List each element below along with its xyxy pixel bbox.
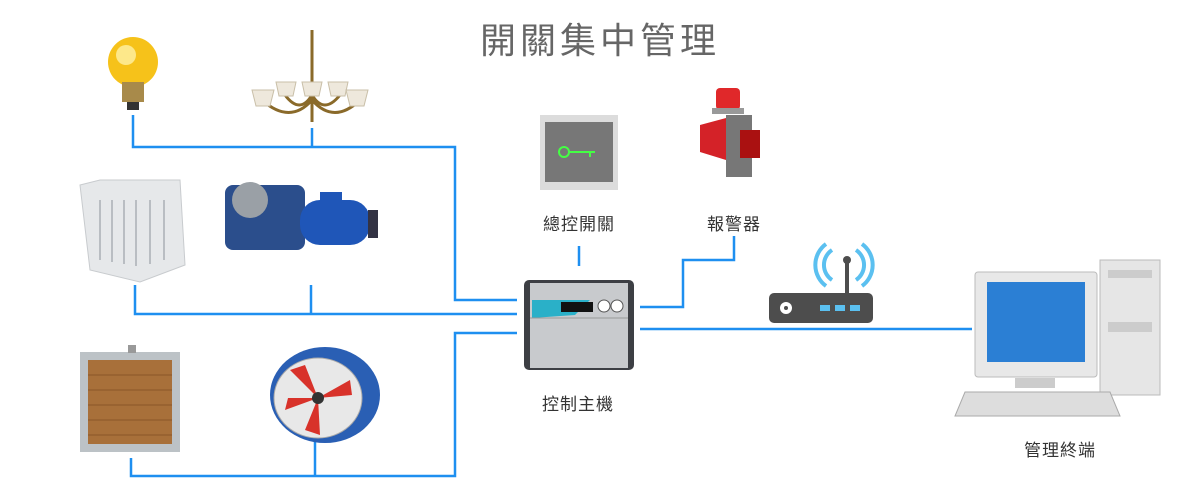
- gear-motor-icon: [225, 182, 378, 250]
- cooling-pad-icon: [80, 345, 180, 452]
- alarm-siren-icon: [700, 88, 760, 177]
- axial-fan-icon: [270, 347, 380, 443]
- line-pad-fan: [129, 331, 517, 478]
- master-switch-label: 總控開關: [543, 215, 615, 235]
- key-switch-icon: [540, 115, 618, 190]
- controller-unit-icon: [524, 280, 634, 370]
- chandelier-icon: [251, 30, 369, 122]
- light-bulb-icon: [108, 37, 158, 110]
- alarm-label: 報警器: [707, 215, 761, 235]
- line-lighting: [131, 115, 517, 302]
- line-alarm: [640, 236, 736, 309]
- evaporative-cooler-icon: [79, 179, 186, 283]
- wifi-router-icon: [769, 242, 875, 323]
- connection-lines: [129, 115, 972, 478]
- desktop-computer-icon: [954, 259, 1161, 417]
- controller-label: 控制主機: [542, 395, 614, 415]
- terminal-label: 管理終端: [1024, 441, 1096, 461]
- page-title: 開關集中管理: [479, 21, 720, 62]
- line-cooler-motor: [133, 285, 517, 316]
